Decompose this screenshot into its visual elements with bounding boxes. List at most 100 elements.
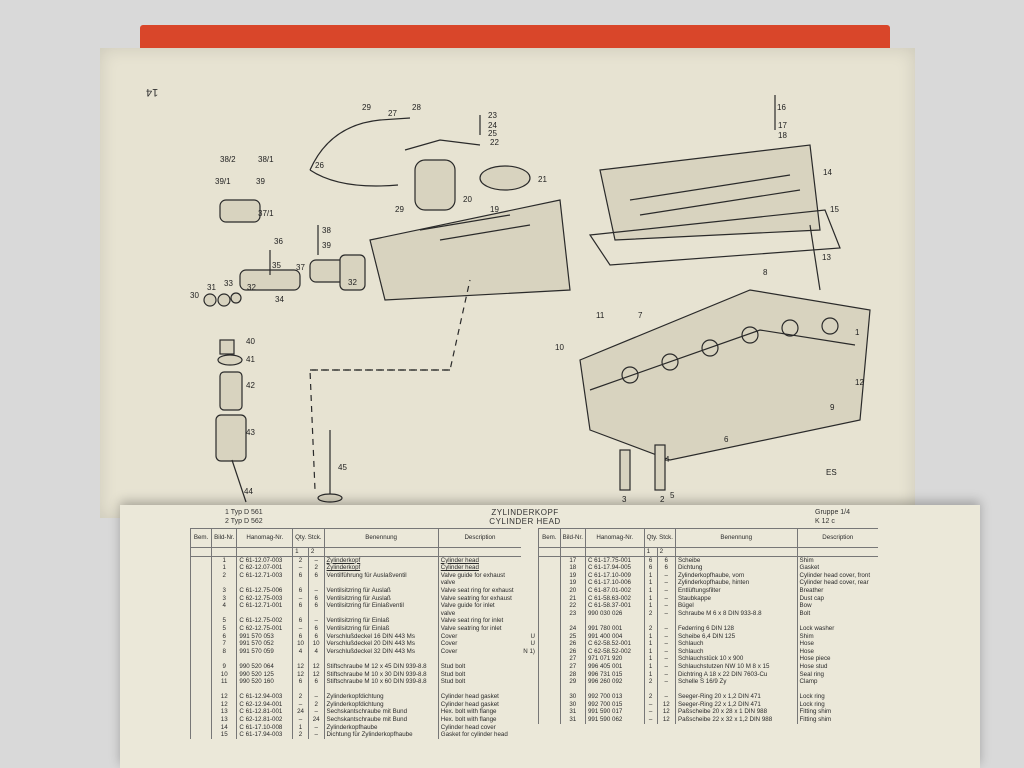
- figure-number-cell: 29: [559, 678, 586, 686]
- german-name-cell: Zylinderkopf: [323, 564, 439, 572]
- qty-type2-cell: 6: [656, 564, 676, 572]
- marker-cell: [521, 708, 537, 716]
- table-row: valve: [189, 609, 538, 618]
- german-name-cell: Federring 6 DIN 128: [674, 624, 798, 633]
- figure-number-cell: 11: [211, 678, 237, 686]
- figure-number-cell: 20: [559, 586, 586, 595]
- qty-type1-cell: –: [292, 700, 309, 709]
- marker-cell: [521, 564, 537, 572]
- callout-label: 1: [855, 328, 860, 337]
- description-cell: Shim: [796, 556, 878, 565]
- marker-cell: [521, 678, 537, 686]
- description-cell: Gasket: [796, 564, 878, 572]
- col-qty: Qty. Stck.: [643, 528, 676, 548]
- qty-type2-cell: 12: [307, 662, 325, 671]
- part-number-cell: 990 520 064: [236, 662, 293, 671]
- marker-cell: [521, 579, 537, 587]
- marker-cell: [521, 587, 537, 595]
- german-name-cell: Zylinderkopf: [323, 556, 439, 565]
- callout-label: 24: [488, 121, 497, 130]
- remark-cell: [538, 670, 561, 679]
- figure-number-cell: 25: [559, 632, 586, 641]
- german-name-cell: Ventilführung für Auslaßventil: [323, 571, 439, 580]
- callout-label: 33: [224, 279, 233, 288]
- callout-label: 31: [207, 283, 216, 292]
- description-cell: Valve guide for inlet: [437, 602, 522, 610]
- qty-type2-cell: [307, 685, 325, 694]
- col-hanomag: Hanomag-Nr.: [584, 528, 645, 548]
- remark-cell: [189, 632, 212, 641]
- german-name-cell: Paßscheibe 20 x 28 x 1 DIN 988: [674, 708, 798, 717]
- part-number-cell: C 61-17.10-008: [236, 723, 293, 732]
- qty-type2-cell: 12: [656, 708, 676, 717]
- remark-cell: [189, 655, 212, 663]
- qty-type1-cell: [292, 579, 309, 587]
- remark-cell: [189, 594, 212, 603]
- description-cell: valve: [437, 579, 522, 587]
- qty-type1-cell: 2: [292, 693, 309, 701]
- callout-label: 27: [388, 109, 397, 118]
- qty-type2-cell: –: [656, 586, 676, 595]
- callout-label: 10: [555, 343, 564, 352]
- qty-type2-cell: –: [656, 662, 676, 671]
- german-name-cell: Ventilsitzring für Einlaß: [323, 617, 439, 625]
- marker-cell: N 1): [523, 647, 535, 655]
- figure-number-cell: 5: [211, 624, 237, 633]
- marker-cell: [521, 655, 537, 663]
- figure-number-cell: 18: [559, 564, 586, 572]
- section-title-en: CYLINDER HEAD: [489, 517, 561, 526]
- qty-type1-cell: –: [292, 624, 309, 633]
- qty-type1-cell: –: [643, 700, 658, 709]
- german-name-cell: Seeger-Ring 22 x 1,2 DIN 471: [674, 700, 798, 709]
- group-label: Gruppe 1/4: [815, 509, 851, 516]
- german-name-cell: Dichtring A 18 x 22 DIN 7603-Cu: [674, 670, 798, 679]
- qty-type1-cell: 1: [643, 662, 658, 671]
- figure-number-cell: 4: [211, 602, 237, 610]
- callout-label: 40: [246, 337, 255, 346]
- table-row: [189, 655, 538, 663]
- figure-number-cell: 9: [211, 662, 237, 671]
- qty-type2-cell: 6: [307, 594, 325, 603]
- qty-sub-2: 2: [307, 547, 325, 557]
- description-cell: Fitting shim: [796, 716, 878, 724]
- remark-cell: [538, 708, 561, 717]
- qty-type1-cell: 2: [643, 678, 658, 686]
- callout-label: 35: [272, 261, 281, 270]
- remark-cell: [538, 617, 561, 625]
- description-cell: Cylinder head gasket: [437, 700, 522, 709]
- description-cell: Hose: [796, 647, 878, 656]
- description-cell: Valve guide for exhaust: [437, 571, 522, 580]
- remark-cell: [189, 685, 212, 694]
- remark-cell: [189, 579, 212, 587]
- german-name-cell: Verschlußdeckel 16 DIN 443 Ms: [323, 632, 439, 641]
- figure-number-cell: 17: [559, 556, 586, 565]
- parts-table-left: Bem. Bild-Nr. Hanomag-Nr. Qty. Stck. Ben…: [189, 528, 538, 739]
- callout-label: 4: [665, 455, 670, 464]
- callout-label: 43: [246, 428, 255, 437]
- qty-type2-cell: –: [307, 693, 325, 701]
- part-number-cell: 992 700 015: [584, 700, 645, 709]
- part-number-cell: [584, 617, 645, 625]
- callout-label: 17: [778, 121, 787, 130]
- figure-number-cell: 19: [559, 579, 586, 587]
- german-name-cell: Zylinderkopfhaube, vorn: [674, 571, 798, 580]
- figure-number-cell: 3: [211, 594, 237, 603]
- remark-cell: [538, 556, 561, 565]
- marker-cell: [521, 625, 537, 633]
- part-number-cell: C 62-12.81-002: [236, 716, 293, 724]
- part-number-cell: 996 260 092: [584, 678, 645, 686]
- doc-reference: ES: [826, 468, 837, 477]
- remark-cell: [538, 564, 561, 572]
- part-number-cell: 991 570 053: [236, 632, 293, 641]
